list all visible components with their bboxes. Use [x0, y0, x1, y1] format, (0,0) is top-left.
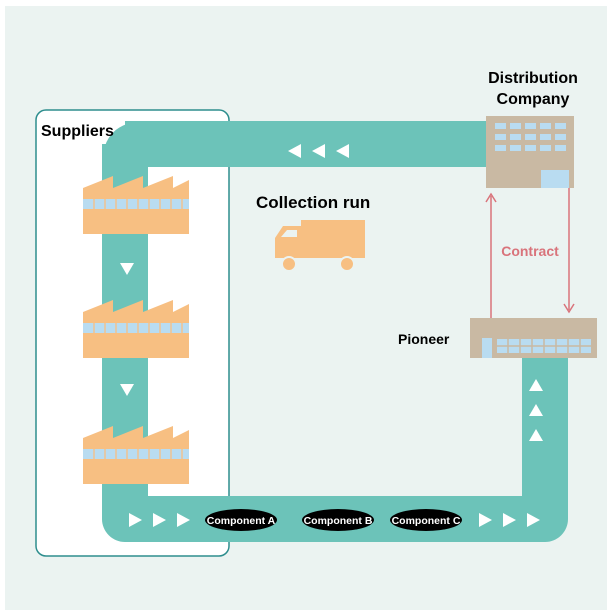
arrow-icon — [529, 379, 543, 441]
component-c-label: Component C — [392, 515, 461, 527]
factory-icon — [83, 426, 189, 484]
distribution-label-line2: Company — [497, 91, 570, 108]
arrow-icon — [120, 263, 134, 396]
component-pill: Component B — [302, 509, 374, 531]
collection-run-label: Collection run — [256, 193, 370, 212]
component-a-label: Component A — [207, 515, 276, 527]
contract-arrows — [490, 188, 570, 318]
component-pill: Component A — [205, 509, 277, 531]
pioneer-label: Pioneer — [398, 331, 450, 347]
contract-label: Contract — [501, 243, 559, 259]
factory-icon — [83, 300, 189, 358]
suppliers-label: Suppliers — [41, 123, 114, 140]
diagram-canvas: Component A Component B Component C — [5, 6, 607, 610]
component-b-label: Component B — [304, 515, 373, 527]
flow-diagram: Component A Component B Component C — [35, 70, 597, 557]
arrow-icon — [563, 303, 575, 314]
distribution-label-line1: Distribution — [488, 70, 578, 87]
arrow-icon — [485, 192, 497, 203]
truck-icon — [275, 220, 365, 272]
component-pill: Component C — [390, 509, 462, 531]
building-icon — [470, 318, 597, 358]
arrow-icon — [288, 144, 349, 158]
arrow-icon — [129, 513, 540, 527]
building-icon — [486, 116, 574, 188]
contract-label-bg — [496, 240, 564, 260]
conveyor-corner-top-left — [102, 121, 155, 167]
factory-icon — [83, 176, 189, 234]
